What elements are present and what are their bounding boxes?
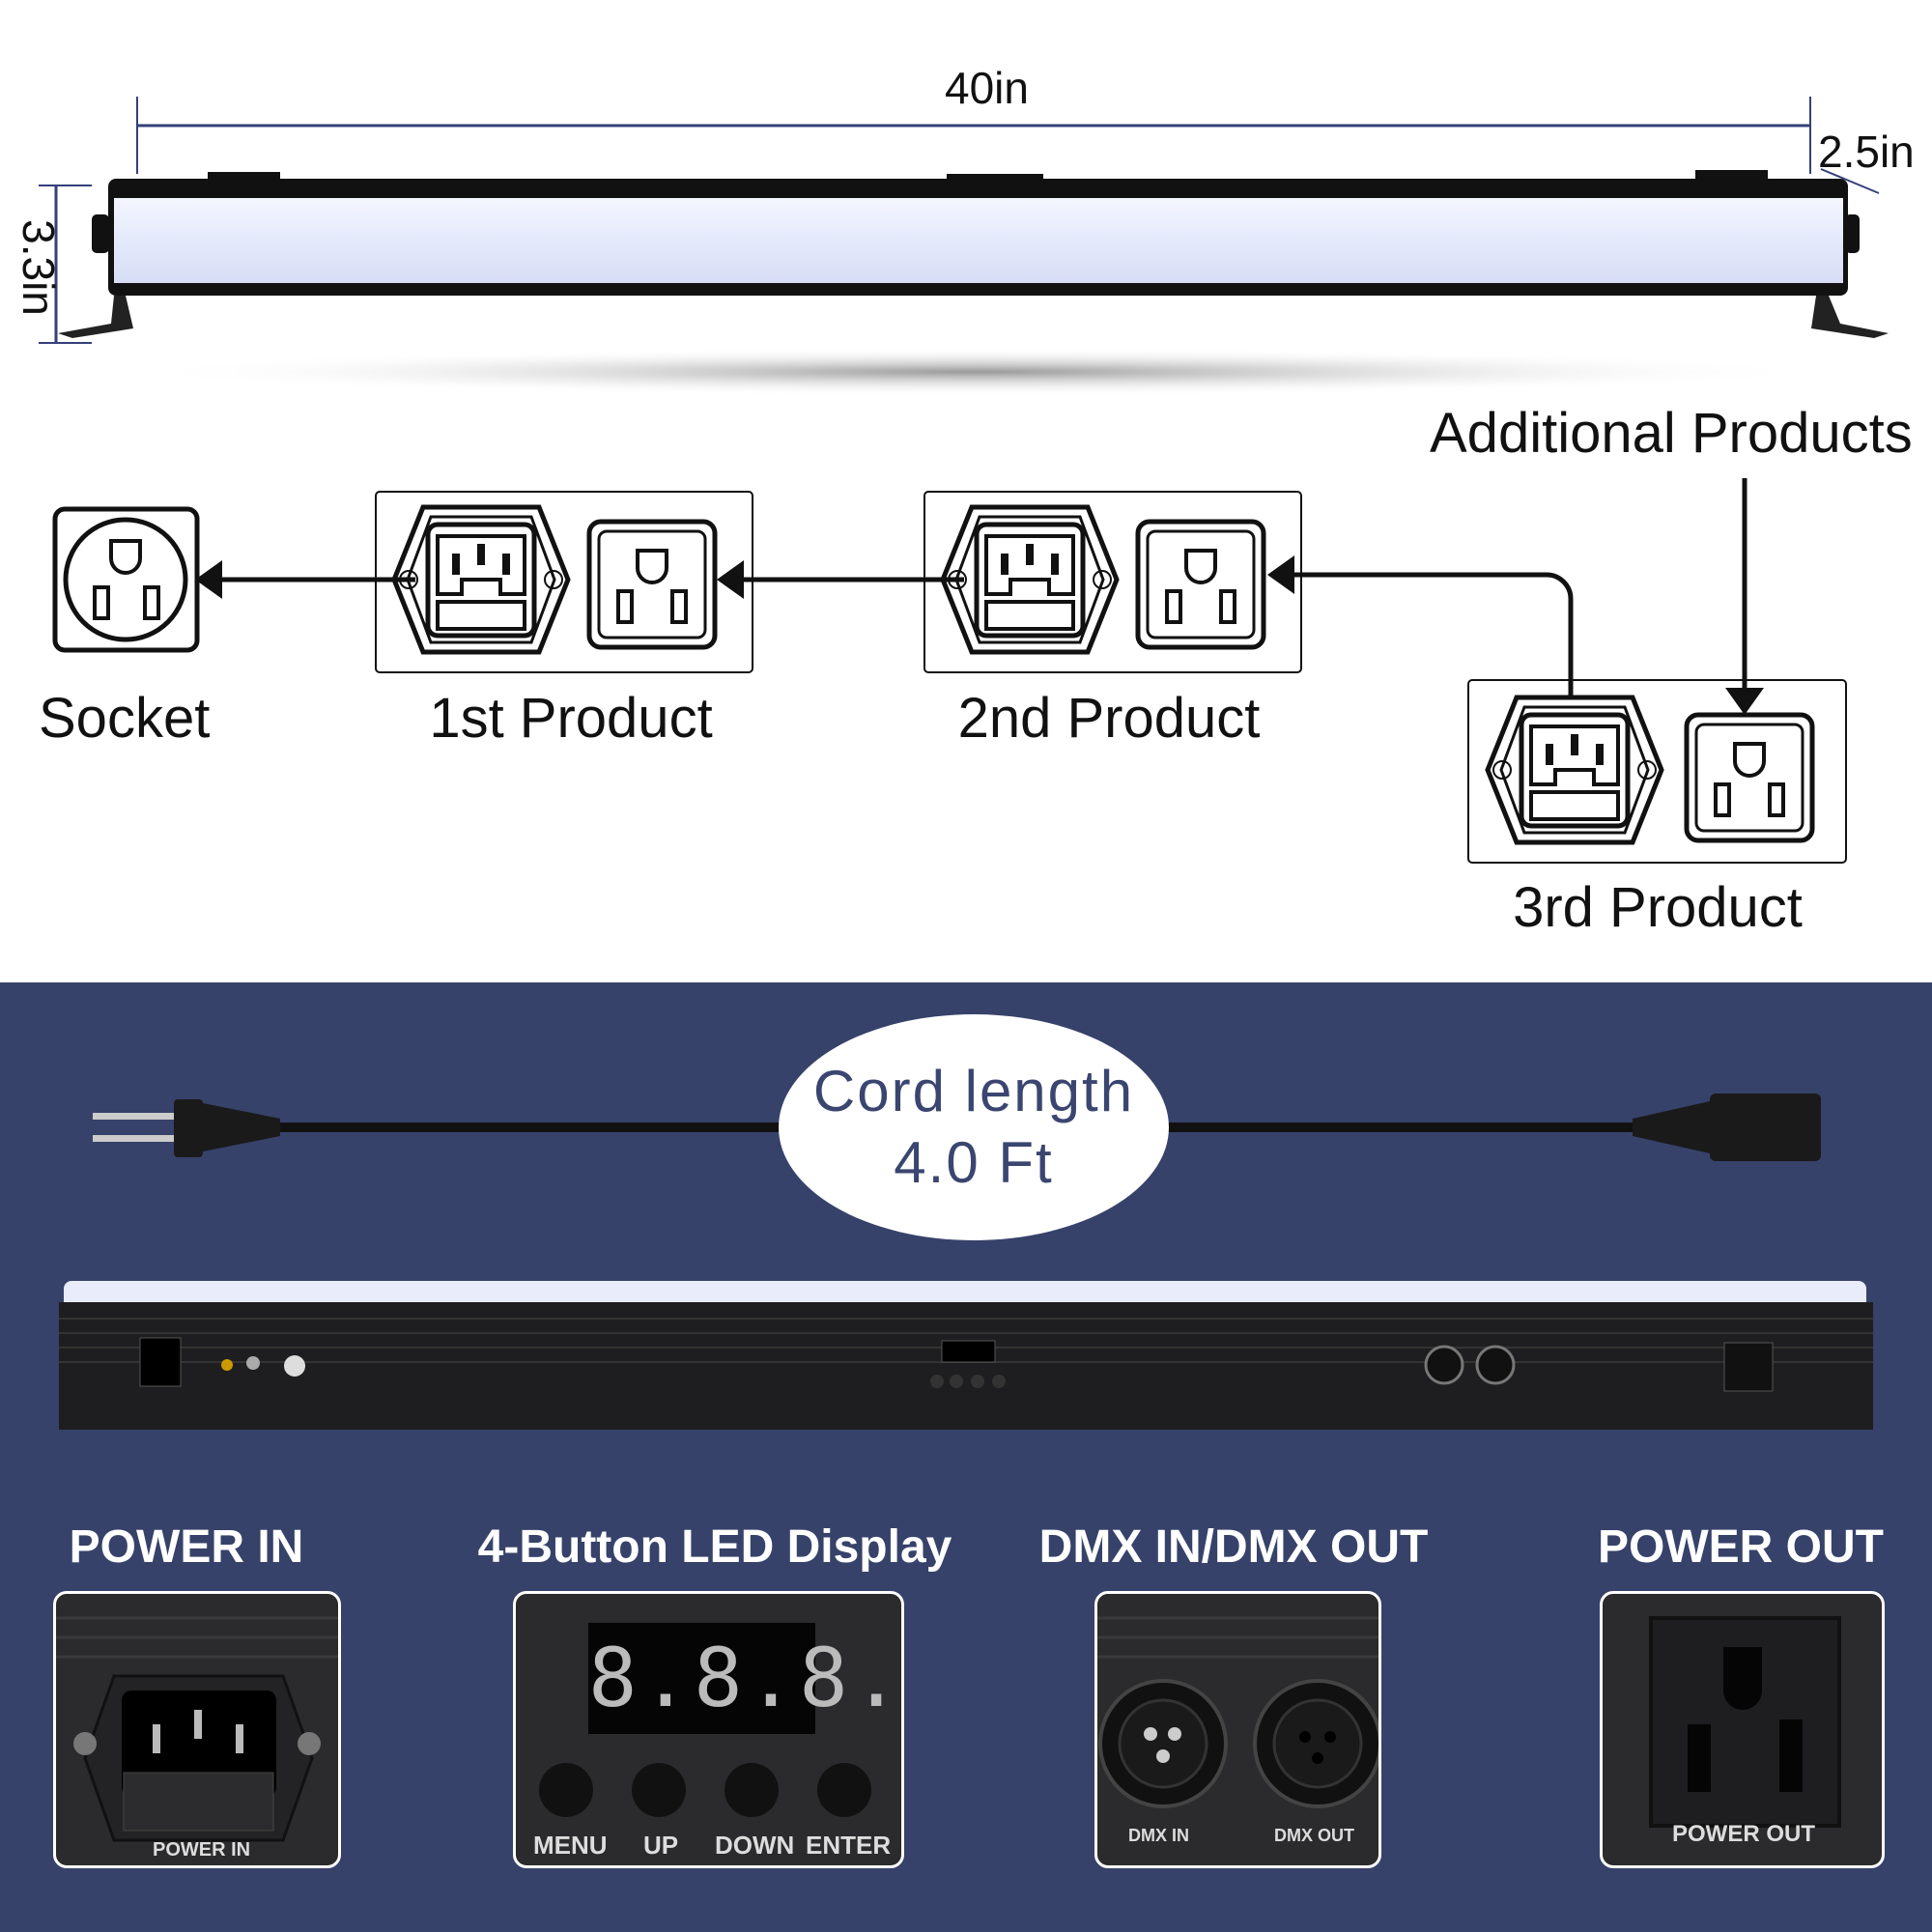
product-3-ports xyxy=(1467,679,1847,864)
dmx-closeup: DMX IN DMX OUT xyxy=(1094,1591,1381,1868)
led-display-title: 4-Button LED Display xyxy=(477,1521,952,1573)
power-in-title: POWER IN xyxy=(69,1521,304,1573)
dmx-title: DMX IN/DMX OUT xyxy=(1038,1521,1429,1573)
product-2-label: 2nd Product xyxy=(957,687,1261,750)
product-3-label: 3rd Product xyxy=(1513,876,1803,939)
down-button[interactable] xyxy=(724,1763,779,1817)
product-1-ports xyxy=(375,491,753,673)
up-button[interactable] xyxy=(632,1763,686,1817)
led-display-screen: 8.8.8.8 xyxy=(588,1623,904,1734)
daisy-chain-diagram xyxy=(52,478,1847,864)
down-label: DOWN xyxy=(715,1831,795,1860)
outlet-icon xyxy=(1649,1616,1841,1828)
enter-label: ENTER xyxy=(806,1831,892,1860)
additional-products-label: Additional Products xyxy=(1430,402,1913,465)
dmx-out-label: DMX OUT xyxy=(1274,1826,1354,1845)
power-in-port-label: POWER IN xyxy=(153,1839,251,1861)
length-dimension: 40in xyxy=(945,63,1029,113)
power-cord-and-rear-view xyxy=(59,1094,1873,1430)
plug-icon xyxy=(93,1099,280,1157)
power-out-closeup: POWER OUT xyxy=(1600,1591,1885,1868)
xlr-connectors-icon xyxy=(1097,1616,1378,1808)
led-digits: 8.8.8.8 xyxy=(588,1631,904,1725)
light-bar-front-view xyxy=(39,97,1889,396)
product-1-label: 1st Product xyxy=(429,687,713,750)
led-display-closeup: 8.8.8.8 MENU UP DOWN ENTER xyxy=(513,1591,904,1868)
cord-length-title: Cord length xyxy=(812,1059,1135,1123)
chain-arrows xyxy=(217,478,1747,696)
socket-icon xyxy=(52,506,200,653)
dmx-in-label: DMX IN xyxy=(1128,1826,1189,1845)
cord-length-value: 4.0 Ft xyxy=(894,1130,1054,1195)
power-out-port-label: POWER OUT xyxy=(1672,1821,1815,1847)
menu-button[interactable] xyxy=(539,1763,593,1817)
iec-connector-icon xyxy=(1633,1094,1821,1161)
iec-inlet-icon xyxy=(56,1616,338,1842)
power-in-closeup: POWER IN xyxy=(53,1591,341,1868)
height-dimension: 3.3in xyxy=(13,219,64,316)
power-out-title: POWER OUT xyxy=(1598,1521,1884,1573)
product-2-ports xyxy=(923,491,1302,673)
socket-label: Socket xyxy=(39,687,211,750)
depth-dimension: 2.5in xyxy=(1818,127,1915,177)
up-label: UP xyxy=(643,1831,679,1860)
cord-length-badge: Cord length 4.0 Ft xyxy=(779,1014,1169,1240)
enter-button[interactable] xyxy=(817,1763,871,1817)
menu-label: MENU xyxy=(533,1831,608,1860)
